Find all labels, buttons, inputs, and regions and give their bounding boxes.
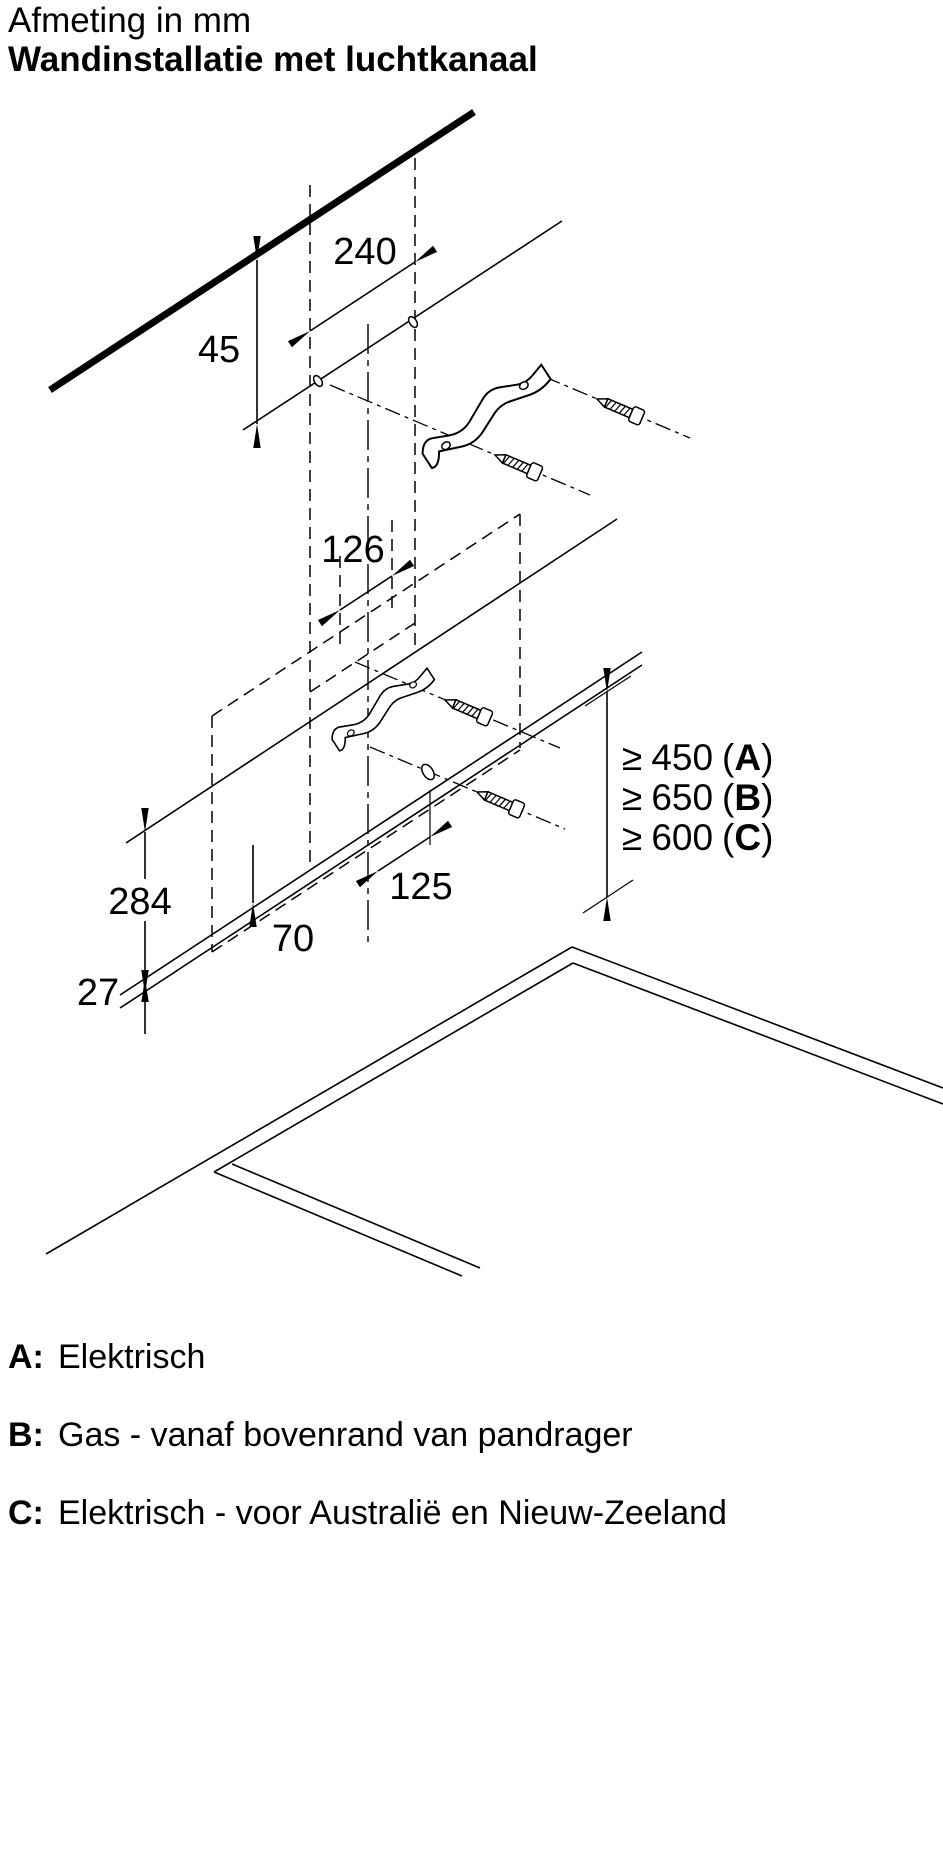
legend-item-b: B: Gas - vanaf bovenrand van pandrager <box>8 1414 738 1456</box>
cooktop-outline <box>45 946 943 1277</box>
legend-item-c: C: Elektrisch - voor Australië en Nieuw-… <box>8 1492 738 1534</box>
legend-key-c: C: <box>8 1494 44 1532</box>
duct-hole <box>421 763 435 781</box>
wall-bracket-lower <box>331 666 436 752</box>
dim-27-label: 27 <box>77 972 119 1014</box>
dim-126-label: 126 <box>321 529 384 571</box>
dim-240-line <box>287 245 438 348</box>
clearance-c-label: ≥600(C) <box>622 817 773 858</box>
header: Afmeting in mm Wandinstallatie met lucht… <box>8 2 538 80</box>
dim-45-label: 45 <box>198 329 240 371</box>
dim-240-label: 240 <box>333 231 396 273</box>
units-note: Afmeting in mm <box>8 1 252 40</box>
legend-text-a: Elektrisch <box>58 1338 206 1376</box>
drill-hole-right <box>407 315 419 329</box>
drill-hole-left <box>312 374 324 388</box>
legend-key-a: A: <box>8 1338 44 1376</box>
dim-125-line <box>355 820 453 888</box>
legend-text-c: Elektrisch - voor Australië en Nieuw-Zee… <box>58 1494 727 1532</box>
legend-key-b: B: <box>8 1416 44 1454</box>
wall-bracket-upper <box>421 363 552 470</box>
screw-icon <box>595 397 646 426</box>
dim-125-label: 125 <box>389 866 452 908</box>
dimension-lines <box>141 236 634 1034</box>
dim-70-label: 70 <box>272 918 314 960</box>
clearance-a-label: ≥450(A) <box>622 737 773 778</box>
screw-icon <box>475 790 526 819</box>
ceiling-line <box>48 109 476 393</box>
screw-icon <box>493 453 544 482</box>
legend-text-b: Gas - vanaf bovenrand van pandrager <box>58 1416 633 1454</box>
dim-126-line <box>317 559 415 627</box>
clearance-b-label: ≥650(B) <box>622 777 773 818</box>
legend: A: Elektrisch B: Gas - vanaf bovenrand v… <box>8 1336 738 1570</box>
legend-item-a: A: Elektrisch <box>8 1336 738 1378</box>
dim-284-label: 284 <box>108 881 171 923</box>
hood-bottom-edge <box>125 518 618 844</box>
screw-icon <box>443 698 494 727</box>
page-title: Wandinstallatie met luchtkanaal <box>8 40 538 79</box>
